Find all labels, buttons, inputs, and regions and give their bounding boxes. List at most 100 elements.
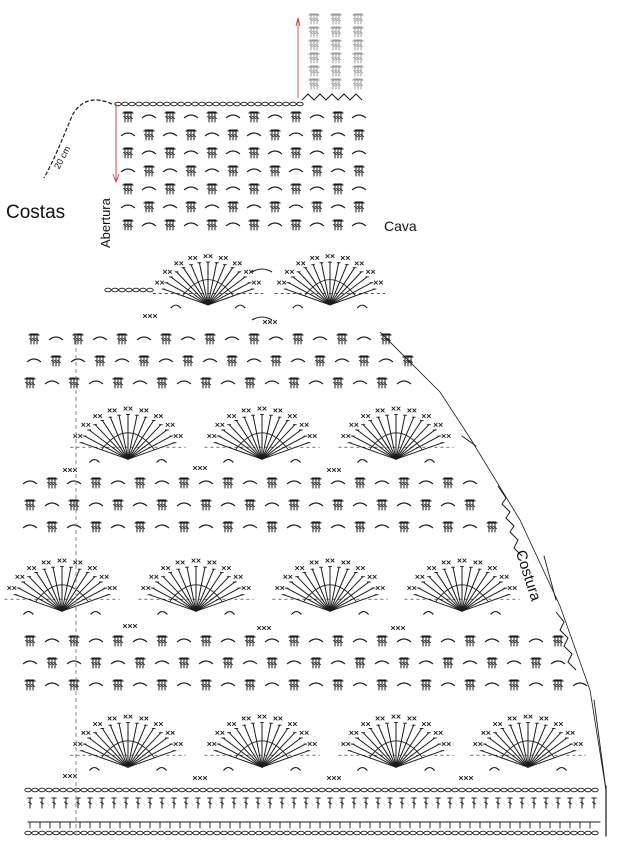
chain-arc-icon — [66, 480, 82, 485]
cluster-stitch-icon — [24, 377, 36, 389]
chain-arc-icon — [70, 358, 86, 363]
fan-shell-icon — [338, 406, 454, 463]
single-crochet-icon — [573, 741, 583, 747]
single-crochet-icon — [565, 730, 575, 735]
chain-arc-icon — [198, 480, 214, 485]
single-crochet-icon — [507, 716, 517, 721]
chain-arc-icon — [352, 682, 368, 687]
chain-arc-icon — [141, 150, 157, 155]
cluster-stitch-icon — [352, 65, 364, 77]
chain-arc-icon — [484, 682, 500, 687]
chain-arc-icon — [92, 336, 108, 341]
single-crochet-icon — [153, 414, 163, 419]
chain-arc-icon — [424, 767, 436, 771]
chain-arc-icon — [110, 524, 126, 529]
single-crochet-icon — [307, 433, 317, 439]
single-crochet-icon — [257, 714, 267, 719]
chain-arc-icon — [176, 682, 192, 687]
cluster-stitch-icon — [330, 26, 342, 38]
chain-arc-icon — [141, 186, 157, 191]
chain-arc-icon — [154, 524, 170, 529]
cluster-stitch-icon — [442, 521, 454, 533]
chain-arc-icon — [264, 682, 280, 687]
cluster-stitch-icon — [292, 333, 304, 345]
chain-arc-icon — [222, 459, 234, 463]
single-crochet-icon — [232, 261, 242, 266]
chain-arc-icon — [309, 114, 325, 119]
cluster-stitch-icon — [420, 499, 432, 511]
single-crochet-icon — [539, 716, 549, 721]
chart-title: Costas — [6, 202, 66, 223]
chain-arc-icon — [352, 380, 368, 385]
single-crochet-icon — [421, 414, 431, 419]
single-crochet-icon — [326, 467, 342, 473]
cluster-stitch-icon — [122, 147, 134, 159]
cluster-stitch-icon — [112, 377, 124, 389]
cluster-stitch-icon — [308, 52, 320, 64]
chain-arc-icon — [290, 611, 302, 615]
fan-shell-icon — [138, 558, 254, 615]
cluster-stitch-icon — [330, 13, 342, 25]
cluster-stitch-icon — [310, 521, 322, 533]
cluster-stitch-icon — [200, 635, 212, 647]
cluster-stitch-icon — [178, 657, 190, 669]
chain-arc-icon — [110, 480, 126, 485]
cluster-stitch-icon — [28, 333, 40, 345]
chain-arc-icon — [88, 767, 100, 771]
chain-arc-icon — [22, 524, 38, 529]
single-crochet-icon — [221, 566, 231, 571]
cluster-stitch-icon — [288, 499, 300, 511]
chain-arc-icon — [156, 767, 168, 771]
chain-arc-icon — [162, 204, 178, 209]
cluster-stitch-icon — [227, 201, 239, 213]
chain-arc-icon — [267, 222, 283, 227]
fan-shell-icon — [272, 558, 388, 615]
cluster-stitch-icon — [50, 355, 62, 367]
cluster-stitch-icon — [222, 657, 234, 669]
cluster-stitch-icon — [226, 355, 238, 367]
chain-arc-icon — [462, 480, 478, 485]
cluster-stitch-icon — [552, 679, 564, 691]
chain-arc-icon — [242, 480, 258, 485]
chain-arc-icon — [90, 611, 102, 615]
single-crochet-icon — [407, 716, 417, 721]
cluster-stitch-icon — [116, 333, 128, 345]
chain-arc-icon — [330, 168, 346, 173]
single-crochet-icon — [341, 433, 351, 439]
chain-arc-icon — [334, 358, 350, 363]
cluster-stitch-icon — [185, 165, 197, 177]
chain-arc-icon — [251, 268, 273, 273]
cluster-stitch-icon — [508, 679, 520, 691]
chain-arc-icon — [246, 204, 262, 209]
chain-arc-icon — [88, 682, 104, 687]
chain-arc-icon — [418, 480, 434, 485]
cluster-stitch-icon — [143, 201, 155, 213]
chain-arc-icon — [308, 638, 324, 643]
single-crochet-icon — [341, 560, 351, 565]
cluster-stitch-icon — [376, 377, 388, 389]
single-crochet-icon — [307, 741, 317, 747]
cluster-stitch-icon — [178, 477, 190, 489]
chain-arc-icon — [88, 459, 100, 463]
cluster-stitch-icon — [402, 355, 414, 367]
chain-arc-icon — [418, 524, 434, 529]
cluster-stitch-icon — [244, 377, 256, 389]
seam-zigzag — [497, 485, 523, 557]
cluster-stitch-icon — [530, 657, 542, 669]
chain-arc-icon — [220, 682, 236, 687]
cluster-stitch-icon — [178, 521, 190, 533]
chain-arc-icon — [268, 336, 284, 341]
chain-arc-icon — [374, 480, 390, 485]
cluster-stitch-icon — [352, 78, 364, 90]
single-crochet-icon — [99, 574, 109, 579]
single-crochet-icon — [287, 722, 297, 727]
single-crochet-icon — [81, 422, 91, 427]
side-edge — [379, 331, 607, 791]
chain-arc-icon — [396, 380, 412, 385]
fan-shell-icon — [152, 254, 264, 309]
single-crochet-icon — [361, 414, 371, 419]
cluster-stitch-icon — [332, 635, 344, 647]
single-crochet-icon — [375, 716, 385, 721]
chain-arc-icon — [44, 380, 60, 385]
single-crochet-icon — [188, 255, 198, 261]
